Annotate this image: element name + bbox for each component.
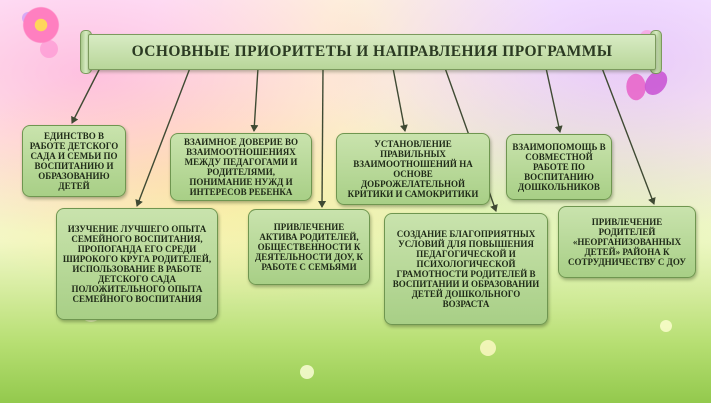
priority-box-mutual-help: ВЗАИМОПОМОЩЬ В СОВМЕСТНОЙ РАБОТЕ ПО ВОСП…	[506, 134, 612, 200]
arrow-to-b1	[71, 67, 101, 124]
priority-box-best-family-experience: ИЗУЧЕНИЕ ЛУЧШЕГО ОПЫТА СЕМЕЙНОГО ВОСПИТА…	[56, 208, 218, 320]
priority-box-unity: ЕДИНСТВО В РАБОТЕ ДЕТСКОГО САДА И СЕМЬИ …	[22, 125, 126, 197]
diagram-title: ОСНОВНЫЕ ПРИОРИТЕТЫ И НАПРАВЛЕНИЯ ПРОГРА…	[131, 43, 613, 60]
arrow-to-b5	[135, 67, 191, 207]
priority-box-parent-literacy: СОЗДАНИЕ БЛАГОПРИЯТНЫХ УСЛОВИЙ ДЛЯ ПОВЫШ…	[384, 213, 548, 325]
arrow-to-b2	[250, 67, 259, 132]
flower-icon	[20, 4, 62, 46]
priority-box-unorganized-children: ПРИВЛЕЧЕНИЕ РОДИТЕЛЕЙ «НЕОРГАНИЗОВАННЫХ …	[558, 206, 696, 278]
arrow-to-b4	[545, 67, 563, 133]
priority-box-mutual-trust: ВЗАИМНОЕ ДОВЕРИЕ ВО ВЗАИМООТНОШЕНИЯХ МЕЖ…	[170, 133, 312, 201]
arrow-to-b3	[392, 67, 408, 132]
priority-box-parent-involvement: ПРИВЛЕЧЕНИЕ АКТИВА РОДИТЕЛЕЙ, ОБЩЕСТВЕНН…	[248, 209, 370, 285]
priority-box-constructive-criticism: УСТАНОВЛЕНИЕ ПРАВИЛЬНЫХ ВЗАИМООТНОШЕНИЙ …	[336, 133, 490, 205]
arrow-to-b8	[601, 67, 656, 205]
arrow-to-b6	[318, 67, 327, 208]
title-banner: ОСНОВНЫЕ ПРИОРИТЕТЫ И НАПРАВЛЕНИЯ ПРОГРА…	[88, 34, 656, 70]
